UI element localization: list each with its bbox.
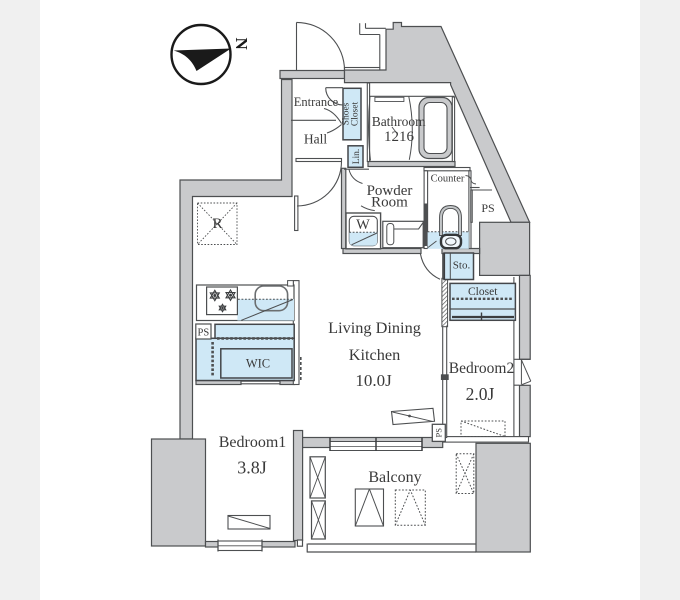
svg-text:R: R bbox=[212, 216, 222, 232]
svg-text:Closet: Closet bbox=[351, 102, 361, 127]
svg-text:Hall: Hall bbox=[304, 132, 327, 147]
svg-text:Closet: Closet bbox=[468, 286, 498, 298]
svg-text:Room: Room bbox=[371, 195, 408, 211]
svg-text:WIC: WIC bbox=[246, 357, 270, 371]
svg-text:Powder: Powder bbox=[367, 183, 413, 199]
svg-text:Balcony: Balcony bbox=[368, 469, 421, 486]
svg-text:1216: 1216 bbox=[384, 129, 415, 145]
svg-text:PS: PS bbox=[481, 201, 494, 215]
svg-text:2.0J: 2.0J bbox=[466, 384, 495, 404]
svg-text:Bedroom2: Bedroom2 bbox=[449, 360, 514, 377]
svg-text:N: N bbox=[232, 38, 251, 51]
svg-text:10.0J: 10.0J bbox=[355, 371, 392, 390]
svg-text:Lin.: Lin. bbox=[352, 149, 362, 165]
svg-text:Sto.: Sto. bbox=[453, 260, 471, 272]
svg-text:Bathroom: Bathroom bbox=[372, 114, 426, 129]
svg-text:PS: PS bbox=[434, 428, 444, 438]
svg-text:Living Dining: Living Dining bbox=[328, 318, 421, 337]
svg-text:PS: PS bbox=[198, 328, 210, 339]
svg-text:3.8J: 3.8J bbox=[237, 458, 267, 478]
svg-text:W: W bbox=[356, 217, 370, 233]
svg-text:Bedroom1: Bedroom1 bbox=[219, 434, 287, 451]
svg-text:Counter: Counter bbox=[431, 174, 465, 185]
svg-text:Entrance: Entrance bbox=[294, 95, 339, 109]
svg-text:Kitchen: Kitchen bbox=[349, 345, 401, 364]
svg-text:Shoes: Shoes bbox=[342, 102, 352, 125]
